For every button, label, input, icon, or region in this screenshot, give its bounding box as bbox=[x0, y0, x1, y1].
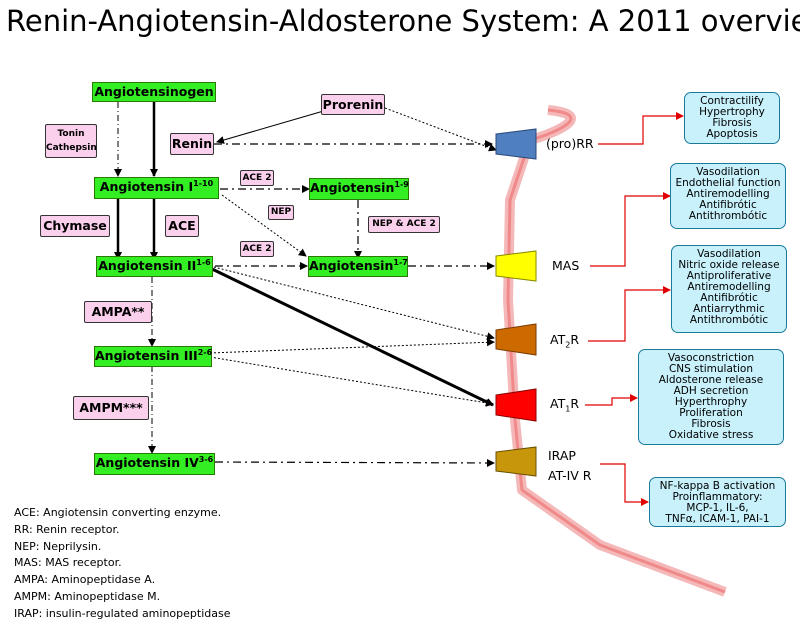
angiotensin-i-node: Angiotensin I1-10 bbox=[94, 177, 219, 199]
angiotensin-ii-node: Angiotensin II1-6 bbox=[96, 256, 213, 277]
legend-item: ACE: Angiotensin converting enzyme. bbox=[14, 506, 222, 519]
at2-receptor-label: AT2R bbox=[550, 332, 579, 350]
legend-item: NEP: Neprilysin. bbox=[14, 539, 102, 553]
at1-receptor-shape bbox=[495, 388, 537, 422]
ace2-label-top: ACE 2 bbox=[240, 170, 274, 186]
angiotensin-1-7-node: Angiotensin1-7 bbox=[308, 256, 408, 277]
legend-item: MAS: MAS receptor. bbox=[14, 556, 122, 570]
legend-item: IRAP: insulin-regulated aminopeptidase bbox=[14, 606, 231, 620]
at2-receptor-shape bbox=[495, 323, 537, 356]
angiotensin-iv-node: Angiotensin IV3-6 bbox=[94, 453, 215, 475]
mas-receptor-label: MAS bbox=[552, 258, 580, 273]
renin-label: Renin bbox=[170, 133, 214, 155]
page-title: Renin-Angiotensin-Aldosterone System: A … bbox=[6, 4, 800, 38]
cell-membrane bbox=[503, 105, 727, 597]
prr-receptor-shape bbox=[495, 128, 537, 160]
abbreviation-legend: ACE: Angiotensin converting enzyme. RR: … bbox=[14, 505, 230, 623]
ace-label: ACE bbox=[165, 215, 199, 237]
legend-item: RR: Renin receptor. bbox=[14, 522, 120, 536]
nep-ace2-label: NEP & ACE 2 bbox=[368, 216, 440, 233]
mas-receptor-shape bbox=[495, 250, 537, 282]
angiotensinogen-node: Angiotensinogen bbox=[92, 82, 216, 102]
ace2-label-bottom: ACE 2 bbox=[240, 241, 274, 257]
legend-item: AMPA: Aminopeptidase A. bbox=[14, 573, 156, 587]
angiotensin-iii-node: Angiotensin III2-6 bbox=[94, 346, 212, 367]
nep-label: NEP bbox=[268, 205, 294, 220]
pathway-arrows bbox=[114, 102, 497, 467]
prr-receptor-label: (pro)RR bbox=[546, 136, 594, 151]
effect-connectors bbox=[585, 112, 684, 506]
ampa-label: AMPA** bbox=[84, 301, 152, 323]
prorenin-label: Prorenin bbox=[321, 94, 385, 115]
angiotensin-1-9-node: Angiotensin1-9 bbox=[309, 178, 409, 200]
irap-receptor-shape bbox=[495, 446, 537, 477]
legend-item: AMPM: Aminopeptidase M. bbox=[14, 589, 161, 603]
at1-receptor-label: AT1R bbox=[550, 396, 579, 414]
ampm-label: AMPM*** bbox=[73, 396, 149, 420]
chymase-label: Chymase bbox=[40, 215, 110, 237]
